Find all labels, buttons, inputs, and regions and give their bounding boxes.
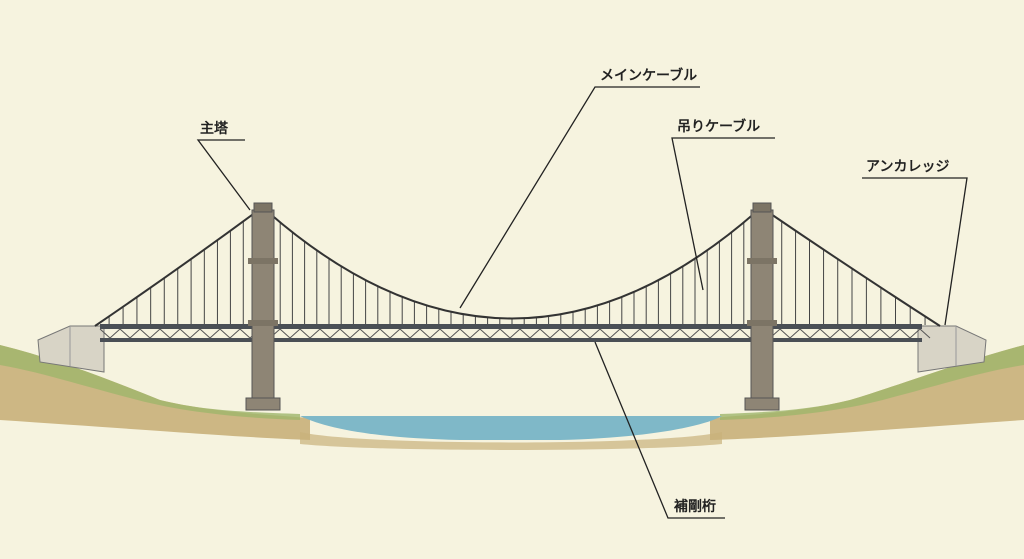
truss-member [219,328,231,339]
truss-member [649,328,661,339]
truss-member [479,328,491,339]
truss-member [629,328,641,339]
truss-member [899,328,911,339]
truss-member [639,328,651,339]
truss-member [599,328,611,339]
truss-member [429,328,441,339]
truss-member [359,328,371,339]
truss-member [389,328,401,339]
truss-member [889,328,901,339]
truss-member [159,328,171,339]
truss-member [319,328,331,339]
truss-member [179,328,191,339]
leader-main-cable [459,86,700,309]
truss-member [509,328,521,339]
label-suspender-cable: 吊りケーブル [677,118,760,135]
leader-anchorage [862,177,968,326]
truss-member [909,328,921,339]
truss-member [349,328,361,339]
label-main-cable: メインケーブル [600,67,697,84]
truss-member [689,328,701,339]
stiffening-girder [99,324,931,342]
truss-member [699,328,711,339]
truss-member [239,328,251,339]
truss-member [589,328,601,339]
suspender-cables [108,221,926,325]
truss-member [809,328,821,339]
truss-member [129,328,141,339]
truss-member [679,328,691,339]
main-cable [94,211,941,327]
leader-stiffening-girder [594,341,725,519]
truss-member [739,328,751,339]
right-main-tower [744,202,780,411]
truss-member [379,328,391,339]
truss-member [189,328,201,339]
riverbed [300,432,722,450]
label-stiffening-girder: 補剛桁 [673,498,716,515]
truss-member [99,328,111,339]
truss-member [819,328,831,339]
leader-main-tower [196,139,251,211]
truss-member [409,328,421,339]
truss-member [229,328,241,339]
truss-member [199,328,211,339]
truss-member [779,328,791,339]
truss-member [839,328,851,339]
truss-member [139,328,151,339]
truss-member [569,328,581,339]
truss-member [439,328,451,339]
truss-member [799,328,811,339]
truss-member [869,328,881,339]
right-bank [710,345,1024,440]
leader-suspender-cable [671,137,775,291]
truss-member [309,328,321,339]
leader-lines [196,86,968,519]
truss-member [449,328,461,339]
truss-member [559,328,571,339]
truss-member [539,328,551,339]
truss-member [279,328,291,339]
truss-member [109,328,121,339]
truss-member [609,328,621,339]
truss-member [859,328,871,339]
truss-member [789,328,801,339]
truss-member [919,328,931,339]
left-bank [0,345,310,440]
truss-member [709,328,721,339]
left-anchorage [37,325,105,373]
truss-member [369,328,381,339]
truss-member [849,328,861,339]
truss-member [399,328,411,339]
right-anchorage [917,325,987,373]
truss-member [519,328,531,339]
label-anchorage: アンカレッジ [866,159,949,175]
truss-member [169,328,181,339]
truss-member [289,328,301,339]
truss-member [419,328,431,339]
truss-member [119,328,131,339]
truss-member [209,328,221,339]
truss-member [719,328,731,339]
truss-member [829,328,841,339]
truss-member [729,328,741,339]
river-water [300,416,722,440]
truss-member [459,328,471,339]
truss-member [659,328,671,339]
truss-member [489,328,501,339]
truss-member [149,328,161,339]
truss-member [549,328,561,339]
truss-member [499,328,511,339]
truss-member [469,328,481,339]
truss-member [529,328,541,339]
truss-member [579,328,591,339]
truss-member [619,328,631,339]
truss-member [879,328,891,339]
truss-member [339,328,351,339]
truss-member [299,328,311,339]
truss-member [669,328,681,339]
left-main-tower [245,202,281,411]
truss-member [329,328,341,339]
label-main-tower: 主塔 [200,120,229,137]
